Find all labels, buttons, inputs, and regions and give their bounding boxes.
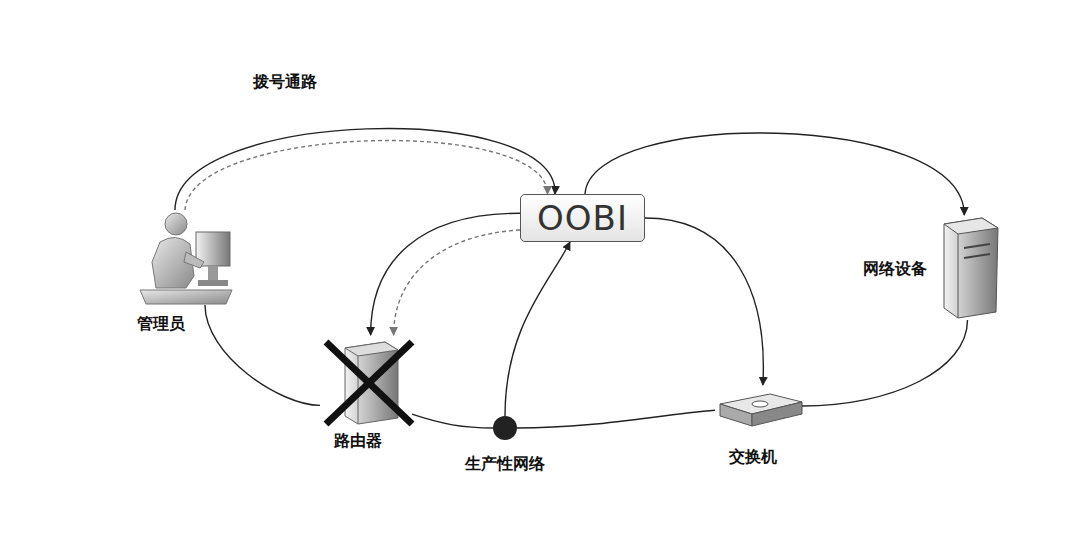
device-label: 生产性网络 xyxy=(465,454,545,475)
connector-arrow xyxy=(175,129,555,210)
connector-arrow xyxy=(185,141,548,210)
server-icon xyxy=(944,218,998,318)
device-label: 网络设备 xyxy=(863,259,927,280)
connector-arrow xyxy=(517,410,715,428)
device-node: 交换机 xyxy=(715,385,802,427)
network-dot: 生产性网络 xyxy=(493,416,517,440)
process-box: OOBI xyxy=(520,194,645,242)
connector-arrow xyxy=(371,213,520,335)
connector-arrow xyxy=(645,218,763,385)
device-label: 管理员 xyxy=(137,314,185,335)
device-label: 交换机 xyxy=(729,447,777,468)
admin-icon xyxy=(140,213,232,304)
switch-icon xyxy=(720,394,802,426)
device-node: 网络设备 xyxy=(935,215,1000,320)
connector-arrow xyxy=(394,230,520,335)
connector-arrow xyxy=(505,242,570,416)
connector-arrow xyxy=(205,305,320,405)
device-label: 路由器 xyxy=(334,431,382,452)
edge-label: 拨号通路 xyxy=(253,72,317,93)
device-node: 管理员 xyxy=(135,210,235,305)
connector-arrow xyxy=(412,414,493,428)
box-label: OOBI xyxy=(537,198,628,238)
device-node: 路由器 xyxy=(320,335,412,423)
connector-arrow xyxy=(802,320,968,406)
router-icon xyxy=(326,342,412,424)
